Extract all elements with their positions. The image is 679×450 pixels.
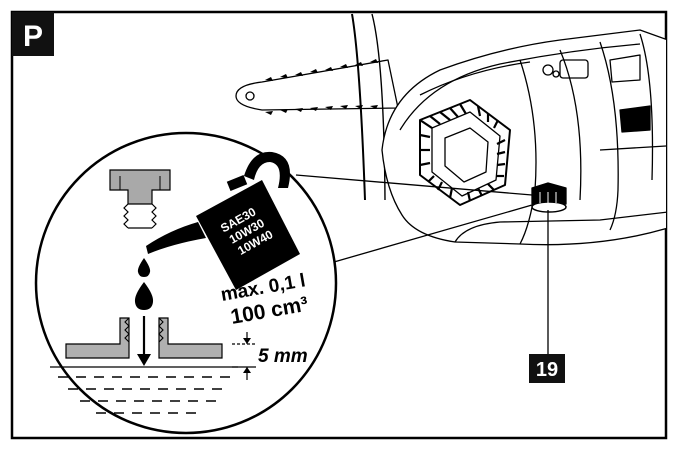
- oil-drop-icon: [137, 258, 151, 277]
- hand-guard: [351, 13, 366, 201]
- panel-letter: P: [23, 20, 43, 53]
- chainsaw-illustration: [235, 13, 666, 246]
- depth-dimension: [232, 332, 256, 380]
- clutch-cover: [419, 99, 511, 206]
- fill-arrow: [137, 316, 151, 366]
- filler-cap-icon: [109, 169, 171, 229]
- oil-drop-icon-large: [134, 282, 154, 310]
- zoom-line-upper: [295, 174, 533, 196]
- saw-chain: [265, 59, 378, 115]
- zoom-line-lower: [333, 204, 533, 263]
- depth-label: 5 mm: [258, 346, 308, 367]
- panel-letter-badge: P: [12, 12, 54, 56]
- oil-can-icon: SAE30 10W30 10W40: [146, 151, 300, 290]
- oil-grade-labels: SAE30 10W30 10W40: [218, 205, 275, 258]
- callout-number: 19: [536, 359, 558, 381]
- filler-cap-thread: [123, 203, 157, 229]
- filler-neck-section: [65, 317, 223, 359]
- oil-level-surface: [50, 366, 238, 414]
- oil-tank-cap: [531, 182, 567, 213]
- callout-19-badge: 19: [529, 354, 565, 383]
